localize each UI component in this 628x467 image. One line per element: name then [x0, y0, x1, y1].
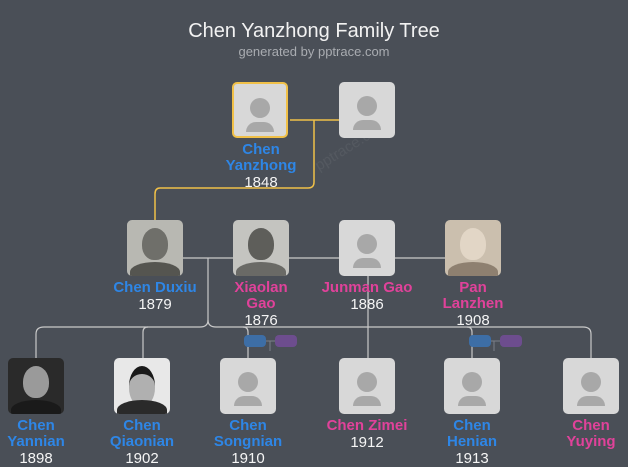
person-photo-chen-henian[interactable]	[444, 358, 500, 414]
person-year: 1912	[350, 434, 384, 451]
person-chen-yuying[interactable]: Chen Yuying	[536, 418, 628, 450]
avatar-placeholder-icon	[357, 96, 377, 116]
person-name: Chen Zimei	[326, 417, 408, 434]
person-photo-chen-yuying[interactable]	[563, 358, 619, 414]
person-year: 1898	[19, 450, 53, 467]
person-name: Yuying	[566, 433, 616, 450]
person-year: 1910	[231, 450, 265, 467]
person-year: 1886	[350, 296, 384, 313]
person-chen-yannian[interactable]: Chen Yannian 1898	[0, 418, 91, 467]
spouse-tag-songnian-2[interactable]	[275, 335, 297, 347]
child-line-henian	[466, 326, 473, 358]
person-photo-chen-zimei[interactable]	[339, 358, 395, 414]
page-subtitle: generated by pptrace.com	[238, 44, 390, 59]
avatar-placeholder-icon	[238, 372, 258, 392]
person-xiaolan-gao[interactable]: Xiaolan Gao 1876	[206, 279, 316, 330]
person-photo-spouse-unknown[interactable]	[339, 82, 395, 138]
spouse-tag-songnian-1[interactable]	[244, 335, 266, 347]
spouse-tag-henian-2[interactable]	[500, 335, 522, 347]
person-name: Xiaolan	[234, 279, 288, 296]
person-year: 1913	[455, 450, 489, 467]
children-bus-line	[35, 319, 592, 358]
person-photo-xiaolan-gao[interactable]	[233, 220, 289, 276]
person-chen-songnian[interactable]: Chen Songnian 1910	[193, 418, 303, 467]
person-name: Junman Gao	[321, 279, 413, 296]
avatar-placeholder-icon	[357, 234, 377, 254]
person-name: Yanzhong	[225, 157, 297, 174]
person-photo-junman-gao[interactable]	[339, 220, 395, 276]
person-year: 1879	[138, 296, 172, 313]
person-chen-henian[interactable]: Chen Henian 1913	[417, 418, 527, 467]
person-name: Pan	[459, 279, 487, 296]
person-name: Gao	[246, 295, 276, 312]
person-photo-pan-lanzhen[interactable]	[445, 220, 501, 276]
person-year: 1848	[244, 174, 278, 191]
person-photo-chen-qiaonian[interactable]	[114, 358, 170, 414]
person-photo-chen-yanzhong[interactable]	[232, 82, 288, 138]
person-name: Yannian	[7, 433, 65, 450]
person-name: Chen	[453, 417, 491, 434]
person-name: Chen	[572, 417, 610, 434]
person-pan-lanzhen[interactable]: Pan Lanzhen 1908	[418, 279, 528, 330]
avatar-placeholder-icon	[581, 372, 601, 392]
person-name: Lanzhen	[442, 295, 504, 312]
person-chen-yanzhong[interactable]: Chen Yanzhong 1848	[206, 141, 316, 192]
person-name: Henian	[446, 433, 497, 450]
person-photo-chen-songnian[interactable]	[220, 358, 276, 414]
page-title: Chen Yanzhong Family Tree	[188, 20, 440, 42]
child-line-qiaonian	[142, 326, 149, 358]
spouse-tag-henian-1[interactable]	[469, 335, 491, 347]
avatar-placeholder-icon	[357, 372, 377, 392]
person-name: Chen	[242, 141, 280, 158]
person-photo-chen-yannian[interactable]	[8, 358, 64, 414]
person-name: Chen	[229, 417, 267, 434]
descent-line-gen1	[154, 120, 315, 220]
person-chen-qiaonian[interactable]: Chen Qiaonian 1902	[87, 418, 197, 467]
person-year: 1876	[244, 312, 278, 329]
person-name: Qiaonian	[109, 433, 175, 450]
person-junman-gao[interactable]: Junman Gao 1886	[312, 279, 422, 314]
person-photo-chen-duxiu[interactable]	[127, 220, 183, 276]
avatar-placeholder-icon	[250, 98, 270, 118]
avatar-placeholder-icon	[462, 372, 482, 392]
person-name: Chen Duxiu	[113, 279, 197, 296]
child-line-songnian	[242, 326, 249, 358]
person-name: Chen	[17, 417, 55, 434]
person-name: Songnian	[213, 433, 283, 450]
person-year: 1902	[125, 450, 159, 467]
person-name: Chen	[123, 417, 161, 434]
person-chen-zimei[interactable]: Chen Zimei 1912	[312, 417, 422, 452]
person-year: 1908	[456, 312, 490, 329]
person-chen-duxiu[interactable]: Chen Duxiu 1879	[100, 279, 210, 314]
